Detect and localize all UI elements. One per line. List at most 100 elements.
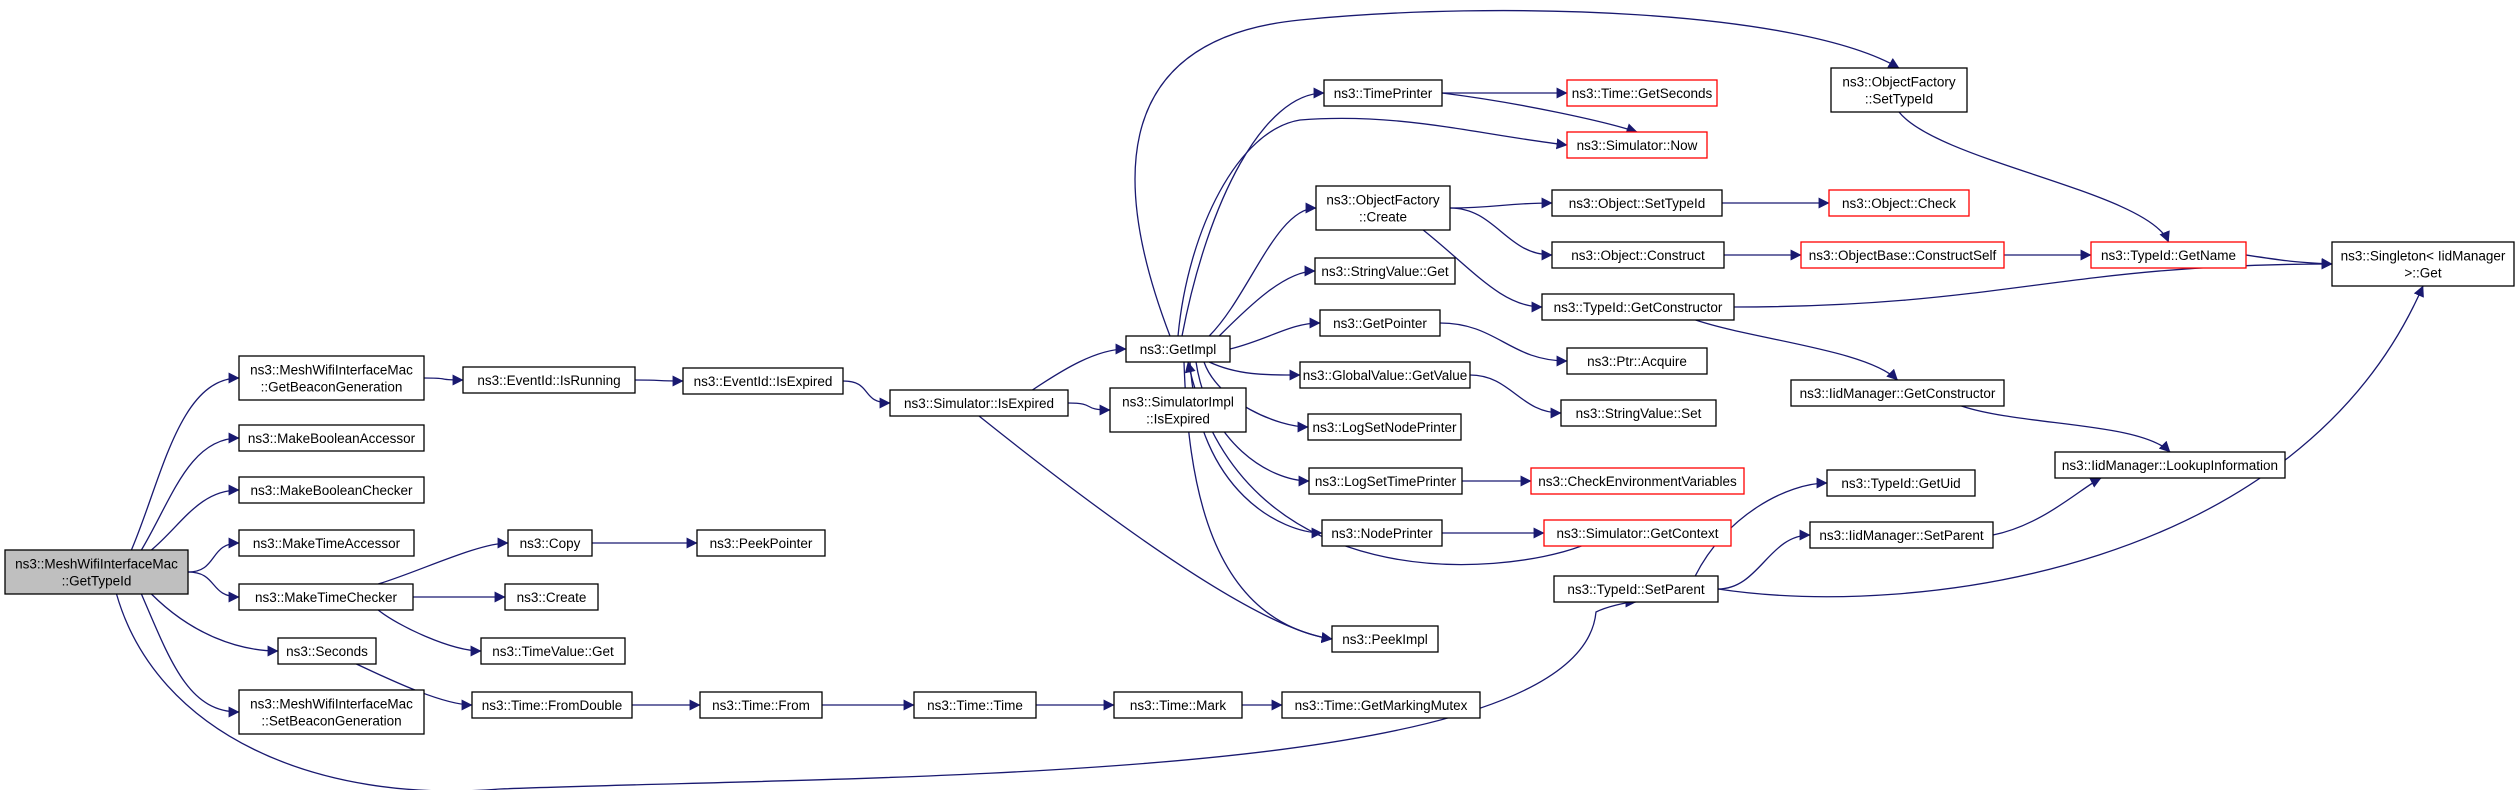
node-makeTimeAccessor[interactable]: ns3::MakeTimeAccessor: [238, 529, 415, 557]
node-fromDouble[interactable]: ns3::Time::FromDouble: [471, 691, 633, 719]
node-makeBooleanChecker[interactable]: ns3::MakeBooleanChecker: [238, 476, 425, 504]
node-label: ns3::MakeBooleanAccessor: [248, 431, 416, 446]
node-stringValueGet[interactable]: ns3::StringValue::Get: [1314, 257, 1456, 285]
node-logSetNodePrinter[interactable]: ns3::LogSetNodePrinter: [1307, 413, 1462, 441]
node-label: ns3::Time::Time: [927, 698, 1023, 713]
node-iidSetParent[interactable]: ns3::IidManager::SetParent: [1809, 521, 1994, 549]
node-eventIsRunning[interactable]: ns3::EventId::IsRunning: [462, 366, 636, 394]
node-objFactorySetTypeId[interactable]: ns3::ObjectFactory::SetTypeId: [1830, 67, 1968, 113]
node-label: ns3::Simulator::IsExpired: [904, 396, 1054, 411]
node-getPointer[interactable]: ns3::GetPointer: [1319, 309, 1441, 337]
node-label: ns3::Time::Mark: [1130, 698, 1227, 713]
node-box: [1281, 691, 1481, 719]
node-typeIdSetParent[interactable]: ns3::TypeId::SetParent: [1553, 575, 1719, 603]
node-box: [1826, 469, 1976, 497]
node-simNow[interactable]: ns3::Simulator::Now: [1566, 131, 1708, 159]
node-checkEnvVars[interactable]: ns3::CheckEnvironmentVariables: [1530, 467, 1745, 495]
node-eventIsExpired[interactable]: ns3::EventId::IsExpired: [682, 367, 844, 395]
node-makeBooleanAccessor[interactable]: ns3::MakeBooleanAccessor: [238, 424, 425, 452]
node-timeTime[interactable]: ns3::Time::Time: [913, 691, 1037, 719]
node-constructSelf[interactable]: ns3::ObjectBase::ConstructSelf: [1800, 241, 2005, 269]
node-nodePrinter[interactable]: ns3::NodePrinter: [1321, 519, 1443, 547]
node-label: ::SetTypeId: [1865, 92, 1933, 107]
edge-typeIdSetParent-to-iidSetParent: [1717, 529, 1811, 590]
node-box: [1321, 519, 1443, 547]
node-box: [1830, 67, 1968, 113]
node-label: ns3::PeekPointer: [710, 536, 813, 551]
edge-makeTimeChecker-to-copy: [378, 537, 509, 585]
node-label: ::GetBeaconGeneration: [261, 380, 403, 395]
node-label: ns3::CheckEnvironmentVariables: [1538, 474, 1737, 489]
node-timeValueGet[interactable]: ns3::TimeValue::Get: [480, 637, 626, 665]
node-typeIdGetName[interactable]: ns3::TypeId::GetName: [2090, 241, 2247, 269]
node-root[interactable]: ns3::MeshWifiInterfaceMac::GetTypeId: [4, 549, 189, 595]
node-objCheck[interactable]: ns3::Object::Check: [1828, 189, 1970, 217]
node-seconds[interactable]: ns3::Seconds: [277, 637, 377, 665]
node-simImplIsExpired[interactable]: ns3::SimulatorImpl::IsExpired: [1109, 387, 1247, 433]
node-label: ns3::IidManager::LookupInformation: [2062, 458, 2278, 473]
node-timeMark[interactable]: ns3::Time::Mark: [1113, 691, 1243, 719]
node-typeIdGetUid[interactable]: ns3::TypeId::GetUid: [1826, 469, 1976, 497]
node-box: [1566, 347, 1708, 375]
node-simGetContext[interactable]: ns3::Simulator::GetContext: [1543, 519, 1732, 547]
node-peekImpl[interactable]: ns3::PeekImpl: [1331, 625, 1439, 653]
node-box: [1800, 241, 2005, 269]
node-box: [504, 583, 599, 611]
node-timePrinter[interactable]: ns3::TimePrinter: [1323, 79, 1443, 107]
node-label: ns3::MeshWifiInterfaceMac: [250, 697, 413, 712]
node-singletonGet[interactable]: ns3::Singleton< IidManager>::Get: [2331, 241, 2515, 287]
node-getSeconds[interactable]: ns3::Time::GetSeconds: [1566, 79, 1718, 107]
node-label: ns3::Seconds: [286, 644, 368, 659]
node-getImpl[interactable]: ns3::GetImpl: [1125, 335, 1231, 363]
node-copy[interactable]: ns3::Copy: [507, 529, 593, 557]
node-makeTimeChecker[interactable]: ns3::MakeTimeChecker: [238, 583, 414, 611]
node-setBeaconGeneration[interactable]: ns3::MeshWifiInterfaceMac::SetBeaconGene…: [238, 689, 425, 735]
node-stringValueSet[interactable]: ns3::StringValue::Set: [1560, 399, 1717, 427]
edge-getBeaconGeneration-to-eventIsRunning: [423, 374, 464, 386]
node-globalValueGetValue[interactable]: ns3::GlobalValue::GetValue: [1299, 361, 1471, 389]
node-objFactoryCreate[interactable]: ns3::ObjectFactory::Create: [1315, 185, 1451, 231]
node-box: [238, 583, 414, 611]
node-box: [2331, 241, 2515, 287]
node-box: [1809, 521, 1994, 549]
node-objConstruct[interactable]: ns3::Object::Construct: [1551, 241, 1725, 269]
node-box: [1314, 257, 1456, 285]
node-peekPointer[interactable]: ns3::PeekPointer: [696, 529, 826, 557]
node-box: [1553, 575, 1719, 603]
node-iidGetConstructor[interactable]: ns3::IidManager::GetConstructor: [1790, 379, 2005, 407]
node-label: ns3::EventId::IsExpired: [694, 374, 833, 389]
node-label: ns3::TimePrinter: [1334, 86, 1433, 101]
node-box: [480, 637, 626, 665]
edge-eventIsRunning-to-eventIsExpired: [634, 375, 684, 387]
node-getBeaconGeneration[interactable]: ns3::MeshWifiInterfaceMac::GetBeaconGene…: [238, 355, 425, 401]
node-objSetTypeId[interactable]: ns3::Object::SetTypeId: [1551, 189, 1723, 217]
node-label: ns3::LogSetTimePrinter: [1315, 474, 1457, 489]
node-box: [1560, 399, 1717, 427]
node-box: [1541, 293, 1735, 321]
node-typeIdGetConstructor[interactable]: ns3::TypeId::GetConstructor: [1541, 293, 1735, 321]
node-label: ns3::Simulator::Now: [1577, 138, 1698, 153]
edge-root-to-makeTimeChecker: [187, 571, 240, 603]
node-create[interactable]: ns3::Create: [504, 583, 599, 611]
node-label: ns3::Object::Check: [1842, 196, 1956, 211]
node-iidLookupInformation[interactable]: ns3::IidManager::LookupInformation: [2054, 451, 2286, 479]
node-simIsExpired[interactable]: ns3::Simulator::IsExpired: [889, 389, 1069, 417]
node-label: ns3::NodePrinter: [1331, 526, 1433, 541]
edge-getPointer-to-ptrAcquire: [1439, 322, 1568, 367]
node-box: [2054, 451, 2286, 479]
node-timeFrom[interactable]: ns3::Time::From: [699, 691, 823, 719]
node-label: ns3::Ptr::Acquire: [1587, 354, 1687, 369]
node-box: [1530, 467, 1745, 495]
node-label: ns3::TypeId::GetUid: [1841, 476, 1960, 491]
node-getMarkingMutex[interactable]: ns3::Time::GetMarkingMutex: [1281, 691, 1481, 719]
edge-objFactorySetTypeId-to-typeIdGetName: [1898, 111, 2170, 243]
node-label: ns3::ObjectBase::ConstructSelf: [1809, 248, 1997, 263]
node-label: ns3::MakeBooleanChecker: [250, 483, 413, 498]
node-label: ns3::SimulatorImpl: [1122, 395, 1234, 410]
node-box: [277, 637, 377, 665]
node-logSetTimePrinter[interactable]: ns3::LogSetTimePrinter: [1308, 467, 1463, 495]
node-box: [1125, 335, 1231, 363]
node-label: ns3::Singleton< IidManager: [2341, 249, 2506, 264]
node-label: ns3::Copy: [520, 536, 581, 551]
node-ptrAcquire[interactable]: ns3::Ptr::Acquire: [1566, 347, 1708, 375]
